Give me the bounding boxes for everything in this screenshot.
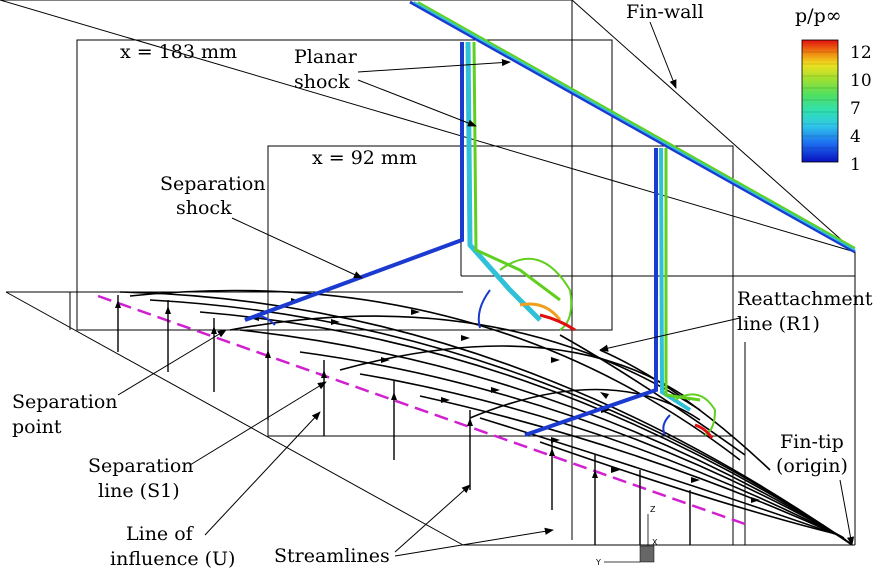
- shock-x183: [244, 41, 576, 332]
- streamline-arrows: [250, 298, 760, 503]
- legend-tick-12: 12: [850, 43, 872, 63]
- label-x92: x = 92 mm: [312, 147, 417, 169]
- legend-tick-10: 10: [850, 71, 872, 91]
- legend-tick-7: 7: [850, 99, 861, 119]
- legend-title: p/p∞: [795, 5, 842, 27]
- label-reattachment-2: line (R1): [737, 313, 820, 335]
- label-separation-shock-1: Separation: [160, 173, 266, 195]
- label-x183: x = 183 mm: [120, 41, 237, 63]
- fin-wall-shock-line: [409, 0, 856, 254]
- axis-x-label: X: [652, 538, 658, 547]
- label-influence-1: Line of: [126, 523, 195, 545]
- label-separation-point-2: point: [12, 416, 62, 438]
- vertical-streamline-arrows: [115, 300, 598, 478]
- label-streamlines: Streamlines: [274, 545, 390, 567]
- label-planar-shock-2: shock: [294, 71, 350, 93]
- legend-tick-4: 4: [850, 127, 861, 147]
- streamlines: [119, 289, 853, 546]
- label-planar-shock-1: Planar: [294, 46, 358, 68]
- axis-y-label: Y: [595, 558, 601, 567]
- legend-tick-1: 1: [850, 155, 861, 175]
- label-fin-wall: Fin-wall: [626, 1, 704, 23]
- axis-triad: Z X Y: [595, 505, 658, 567]
- axis-z-label: Z: [650, 505, 656, 514]
- label-separation-point-1: Separation: [12, 391, 118, 413]
- label-fin-tip-2: (origin): [776, 455, 848, 477]
- label-fin-tip-1: Fin-tip: [780, 431, 844, 453]
- legend-colorbar: [801, 39, 839, 163]
- line-of-influence: [97, 294, 746, 526]
- label-influence-2: influence (U): [110, 548, 235, 570]
- pressure-legend: p/p∞ 12 10 7 4 1: [795, 5, 872, 175]
- label-separation-shock-2: shock: [176, 197, 232, 219]
- domain-wireframe: [0, 0, 856, 546]
- label-reattachment-1: Reattachment: [737, 288, 873, 310]
- shock-x92: [524, 147, 717, 439]
- label-separation-line-2: line (S1): [98, 480, 180, 502]
- leader-lines: [117, 21, 855, 557]
- label-separation-line-1: Separation: [88, 455, 194, 477]
